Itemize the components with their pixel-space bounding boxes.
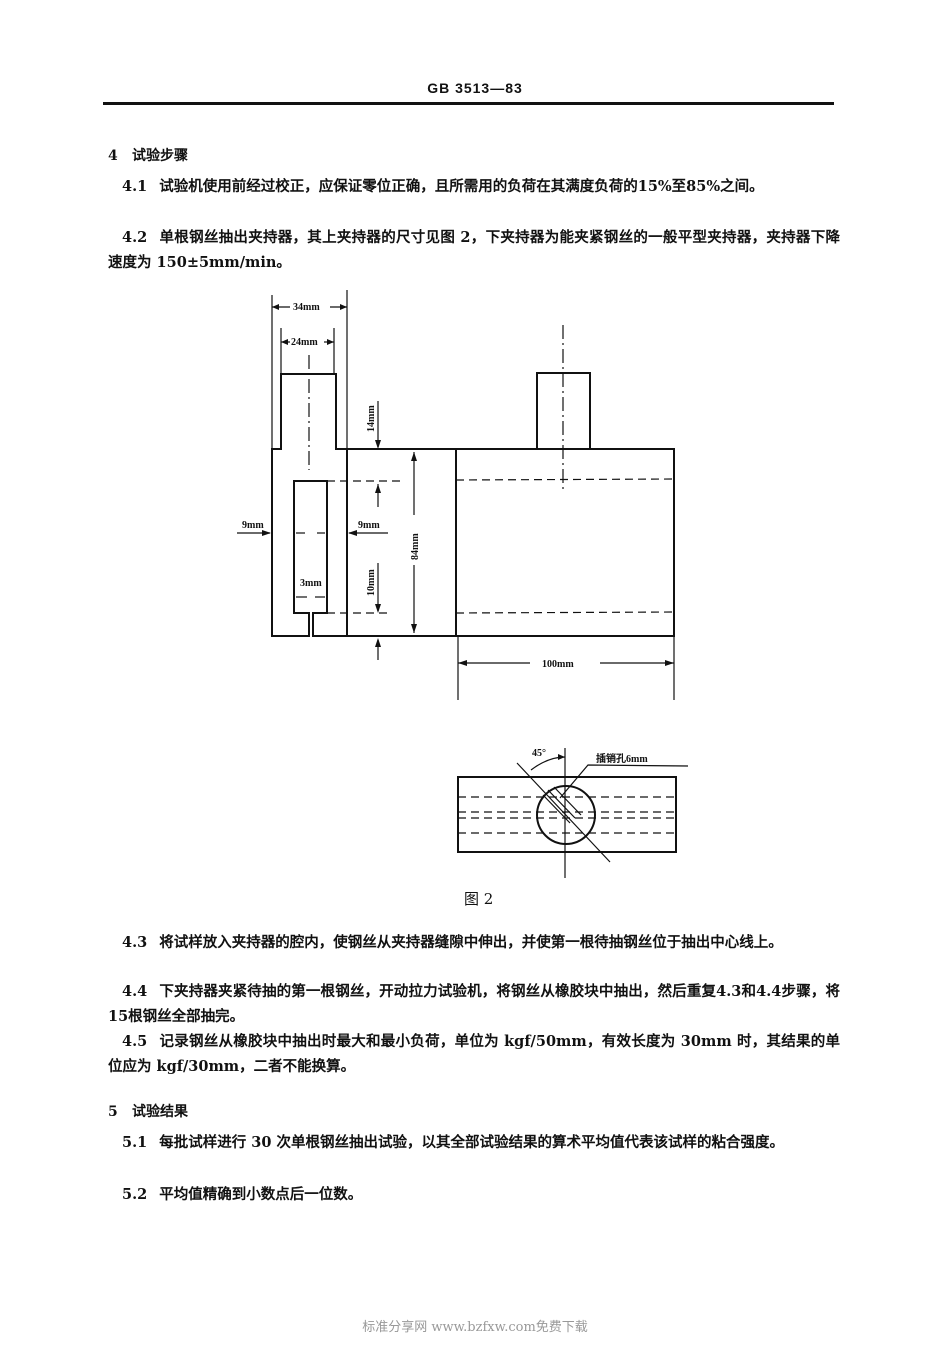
section-5-heading: 5 试验结果 — [108, 1101, 188, 1121]
dim-24mm: 24mm — [291, 337, 318, 348]
clause-number: 4.2 — [122, 229, 148, 246]
pin-hole-label: 插销孔6mm — [596, 752, 648, 765]
dim-84mm: 84mm — [410, 533, 421, 560]
dim-3mm: 3mm — [300, 578, 322, 589]
clause-text: 下夹持器夹紧待抽的第一根钢丝，开动拉力试验机，将钢丝从橡胶块中抽出，然后重复4.… — [108, 983, 840, 1025]
figure-caption: 图 2 — [464, 890, 494, 908]
section-title: 试验步骤 — [132, 148, 188, 164]
clause-text: 将试样放入夹持器的腔内，使钢丝从夹持器缝隙中伸出，并使第一根待抽钢丝位于抽出中心… — [159, 934, 783, 951]
clause-text: 单根钢丝抽出夹持器，其上夹持器的尺寸见图 2，下夹持器为能夹紧钢丝的一般平型夹持… — [108, 229, 840, 271]
clause-text: 记录钢丝从橡胶块中抽出时最大和最小负荷，单位为 kgf/50mm，有效长度为 3… — [108, 1033, 840, 1075]
dim-10mm: 10mm — [366, 569, 377, 596]
clause-text: 每批试样进行 30 次单根钢丝抽出试验，以其全部试验结果的算术平均值代表该试样的… — [159, 1134, 785, 1151]
header-rule — [103, 102, 834, 105]
pin-hole-circle — [536, 785, 596, 845]
section-4-heading: 4 试验步骤 — [108, 145, 188, 165]
rubber-block — [455, 448, 675, 637]
clause-number: 4.5 — [122, 1033, 148, 1050]
clause-number: 4.1 — [122, 178, 148, 195]
standard-code-header: GB 3513—83 — [427, 80, 523, 96]
dim-14mm: 14mm — [366, 405, 377, 432]
clause-number: 4.4 — [122, 983, 148, 1000]
clause-4-1: 4.1 试验机使用前经过校正，应保证零位正确，且所需用的负荷在其满度负荷的15%至… — [108, 174, 840, 199]
clause-text: 试验机使用前经过校正，应保证零位正确，且所需用的负荷在其满度负荷的15%至85%… — [159, 178, 764, 195]
clause-number: 5.2 — [122, 1186, 148, 1203]
clause-5-1: 5.1 每批试样进行 30 次单根钢丝抽出试验，以其全部试验结果的算术平均值代表该… — [108, 1130, 840, 1155]
section-number: 4 — [108, 148, 118, 164]
watermark: 标准分享网 www.bzfxw.com免费下载 — [362, 1320, 588, 1335]
clause-4-3: 4.3 将试样放入夹持器的腔内，使钢丝从夹持器缝隙中伸出，并使第一根待抽钢丝位于抽… — [108, 930, 840, 955]
dim-34mm: 34mm — [293, 302, 320, 313]
dim-9mm-right: 9mm — [358, 520, 380, 531]
dim-100mm: 100mm — [542, 659, 574, 670]
section-number: 5 — [108, 1104, 118, 1120]
dim-9mm-left: 9mm — [242, 520, 264, 531]
clause-text: 平均值精确到小数点后一位数。 — [159, 1186, 363, 1203]
clamp-outline — [271, 373, 348, 637]
section-title: 试验结果 — [132, 1104, 188, 1120]
angle-45: 45° — [532, 748, 546, 759]
clause-number: 4.3 — [122, 934, 148, 951]
clause-5-2: 5.2 平均值精确到小数点后一位数。 — [108, 1182, 840, 1207]
clause-number: 5.1 — [122, 1134, 148, 1151]
top-view-block — [457, 776, 677, 853]
